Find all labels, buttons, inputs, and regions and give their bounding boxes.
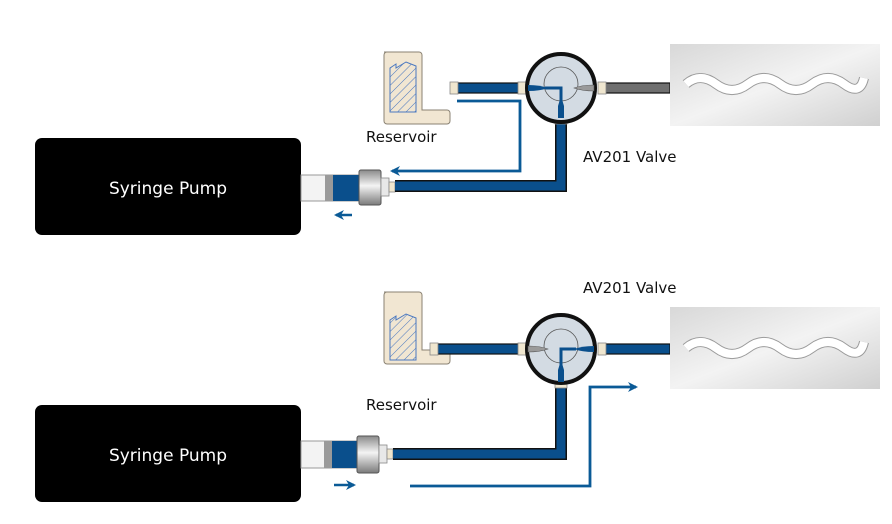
flow-path-arrow [410,382,638,488]
flow-path-arrow [390,99,522,176]
syringe-barrel [300,435,394,474]
reservoir-label: Reservoir [366,128,437,146]
syringe-barrel [300,169,396,206]
fitting [517,342,527,356]
tube-valve-pump [395,120,566,191]
reservoir: Reservoir [366,51,451,146]
tube-reservoir-valve [455,82,525,94]
syringe-pump: Syringe Pump [35,138,301,235]
tube-reservoir-valve [435,343,525,355]
fitting [597,81,607,95]
tube-valve-pump [393,384,566,459]
panel-aspirate: Syringe Pump Reservoir [35,44,880,235]
av201-valve [525,52,597,124]
column [670,44,880,126]
fitting [429,342,439,356]
syringe-pump-label: Syringe Pump [109,179,227,199]
fitting [449,81,459,95]
fitting [597,342,607,356]
syringe-pump: Syringe Pump [35,405,301,502]
reservoir: Reservoir [366,291,451,414]
valve-label: AV201 Valve [583,279,677,297]
reservoir-label: Reservoir [366,396,437,414]
tube-valve-column [603,82,671,94]
syringe-pump-label: Syringe Pump [109,446,227,466]
av201-valve [525,313,597,385]
column [670,307,880,389]
valve-label: AV201 Valve [583,148,677,166]
panel-dispense: Syringe Pump Reservoir [35,279,880,502]
fitting [517,81,527,95]
tube-valve-column [603,343,671,355]
